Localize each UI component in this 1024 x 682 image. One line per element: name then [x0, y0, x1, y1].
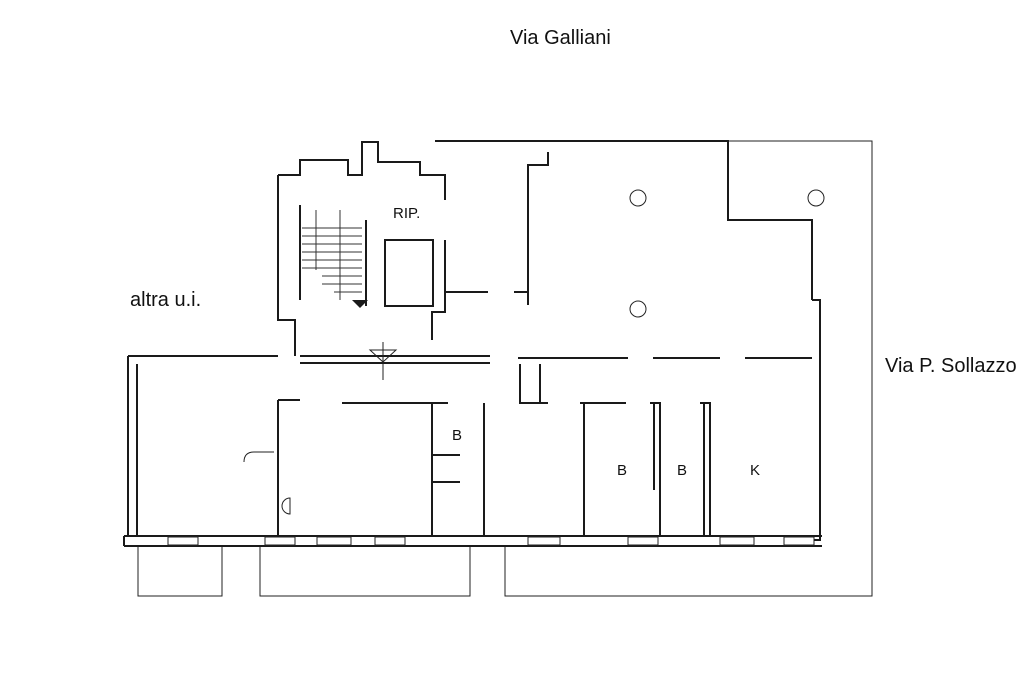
room-label-bath-3: B [677, 462, 688, 479]
room-label-bath-2: B [617, 462, 628, 479]
street-label-north: Via Galliani [510, 27, 611, 49]
neighbor-unit-label: altra u.i. [130, 289, 202, 311]
exterior-walls [123, 140, 822, 547]
street-label-east: Via P. Sollazzo [885, 355, 1017, 377]
room-label-landing: RIP. [393, 205, 421, 222]
stair-core [277, 141, 446, 356]
corridor-walls [300, 152, 812, 364]
lower-partitions [243, 364, 711, 535]
circle-icon [629, 189, 647, 207]
room-label-kitchen: K [750, 462, 761, 479]
room-label-bath-1: B [452, 427, 463, 444]
south-windows [167, 536, 815, 546]
outer-boundary [137, 140, 873, 597]
arrow-down-icon [352, 300, 368, 308]
circle-icon [629, 300, 647, 318]
circle-icon [807, 189, 825, 207]
